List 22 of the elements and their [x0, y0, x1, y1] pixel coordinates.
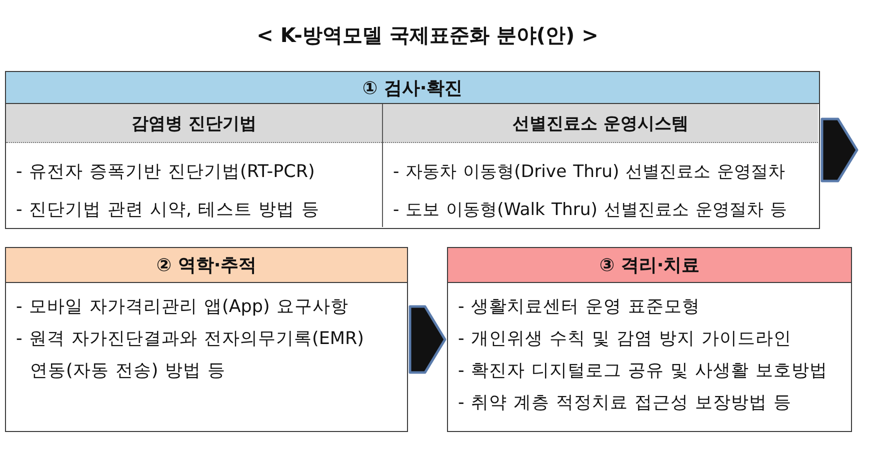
column-header: 감염병 진단기법 [6, 104, 382, 143]
bullet-text: - 진단기법 관련 시약, 테스트 방법 등 [15, 199, 320, 222]
bullet-text: - 자동차 이동형(Drive Thru) 선별진료소 운영절차 [392, 161, 786, 184]
bullet-text: - 도보 이동형(Walk Thru) 선별진료소 운영절차 등 [392, 199, 788, 222]
bullet-text: - 생활치료센터 운영 표준모형 [457, 296, 702, 319]
category-header: ③ 격리·치료 [448, 248, 851, 283]
bullet-text: - 취약 계층 적정치료 접근성 보장방법 등 [457, 392, 793, 415]
bullet-text: - 원격 자가진단결과와 전자의무기록(EMR) 연동(자동 전송) 방법 등 [15, 328, 365, 383]
category-panel [447, 247, 852, 432]
bullet-text: - 확진자 디지털로그 공유 및 사생활 보호방법 [457, 360, 829, 383]
category-header: ① 검사·확진 [6, 72, 819, 104]
bullet-text: - 유전자 증폭기반 진단기법(RT-PCR) [15, 161, 316, 184]
subcategory-column [6, 104, 383, 227]
block-arrow [408, 305, 446, 374]
bullet-text: - 개인위생 수칙 및 감염 방지 가이드라인 [457, 328, 793, 351]
category-header: ② 역학·추적 [6, 248, 407, 283]
category-panel [5, 71, 820, 229]
block-arrow [820, 118, 858, 182]
column-header: 선별진료소 운영시스템 [383, 104, 818, 143]
bullet-text: - 모바일 자가격리관리 앱(App) 요구사항 [15, 296, 350, 319]
category-panel [5, 247, 408, 432]
diagram-title: < K-방역모델 국제표준화 분야(안) > [256, 22, 600, 49]
